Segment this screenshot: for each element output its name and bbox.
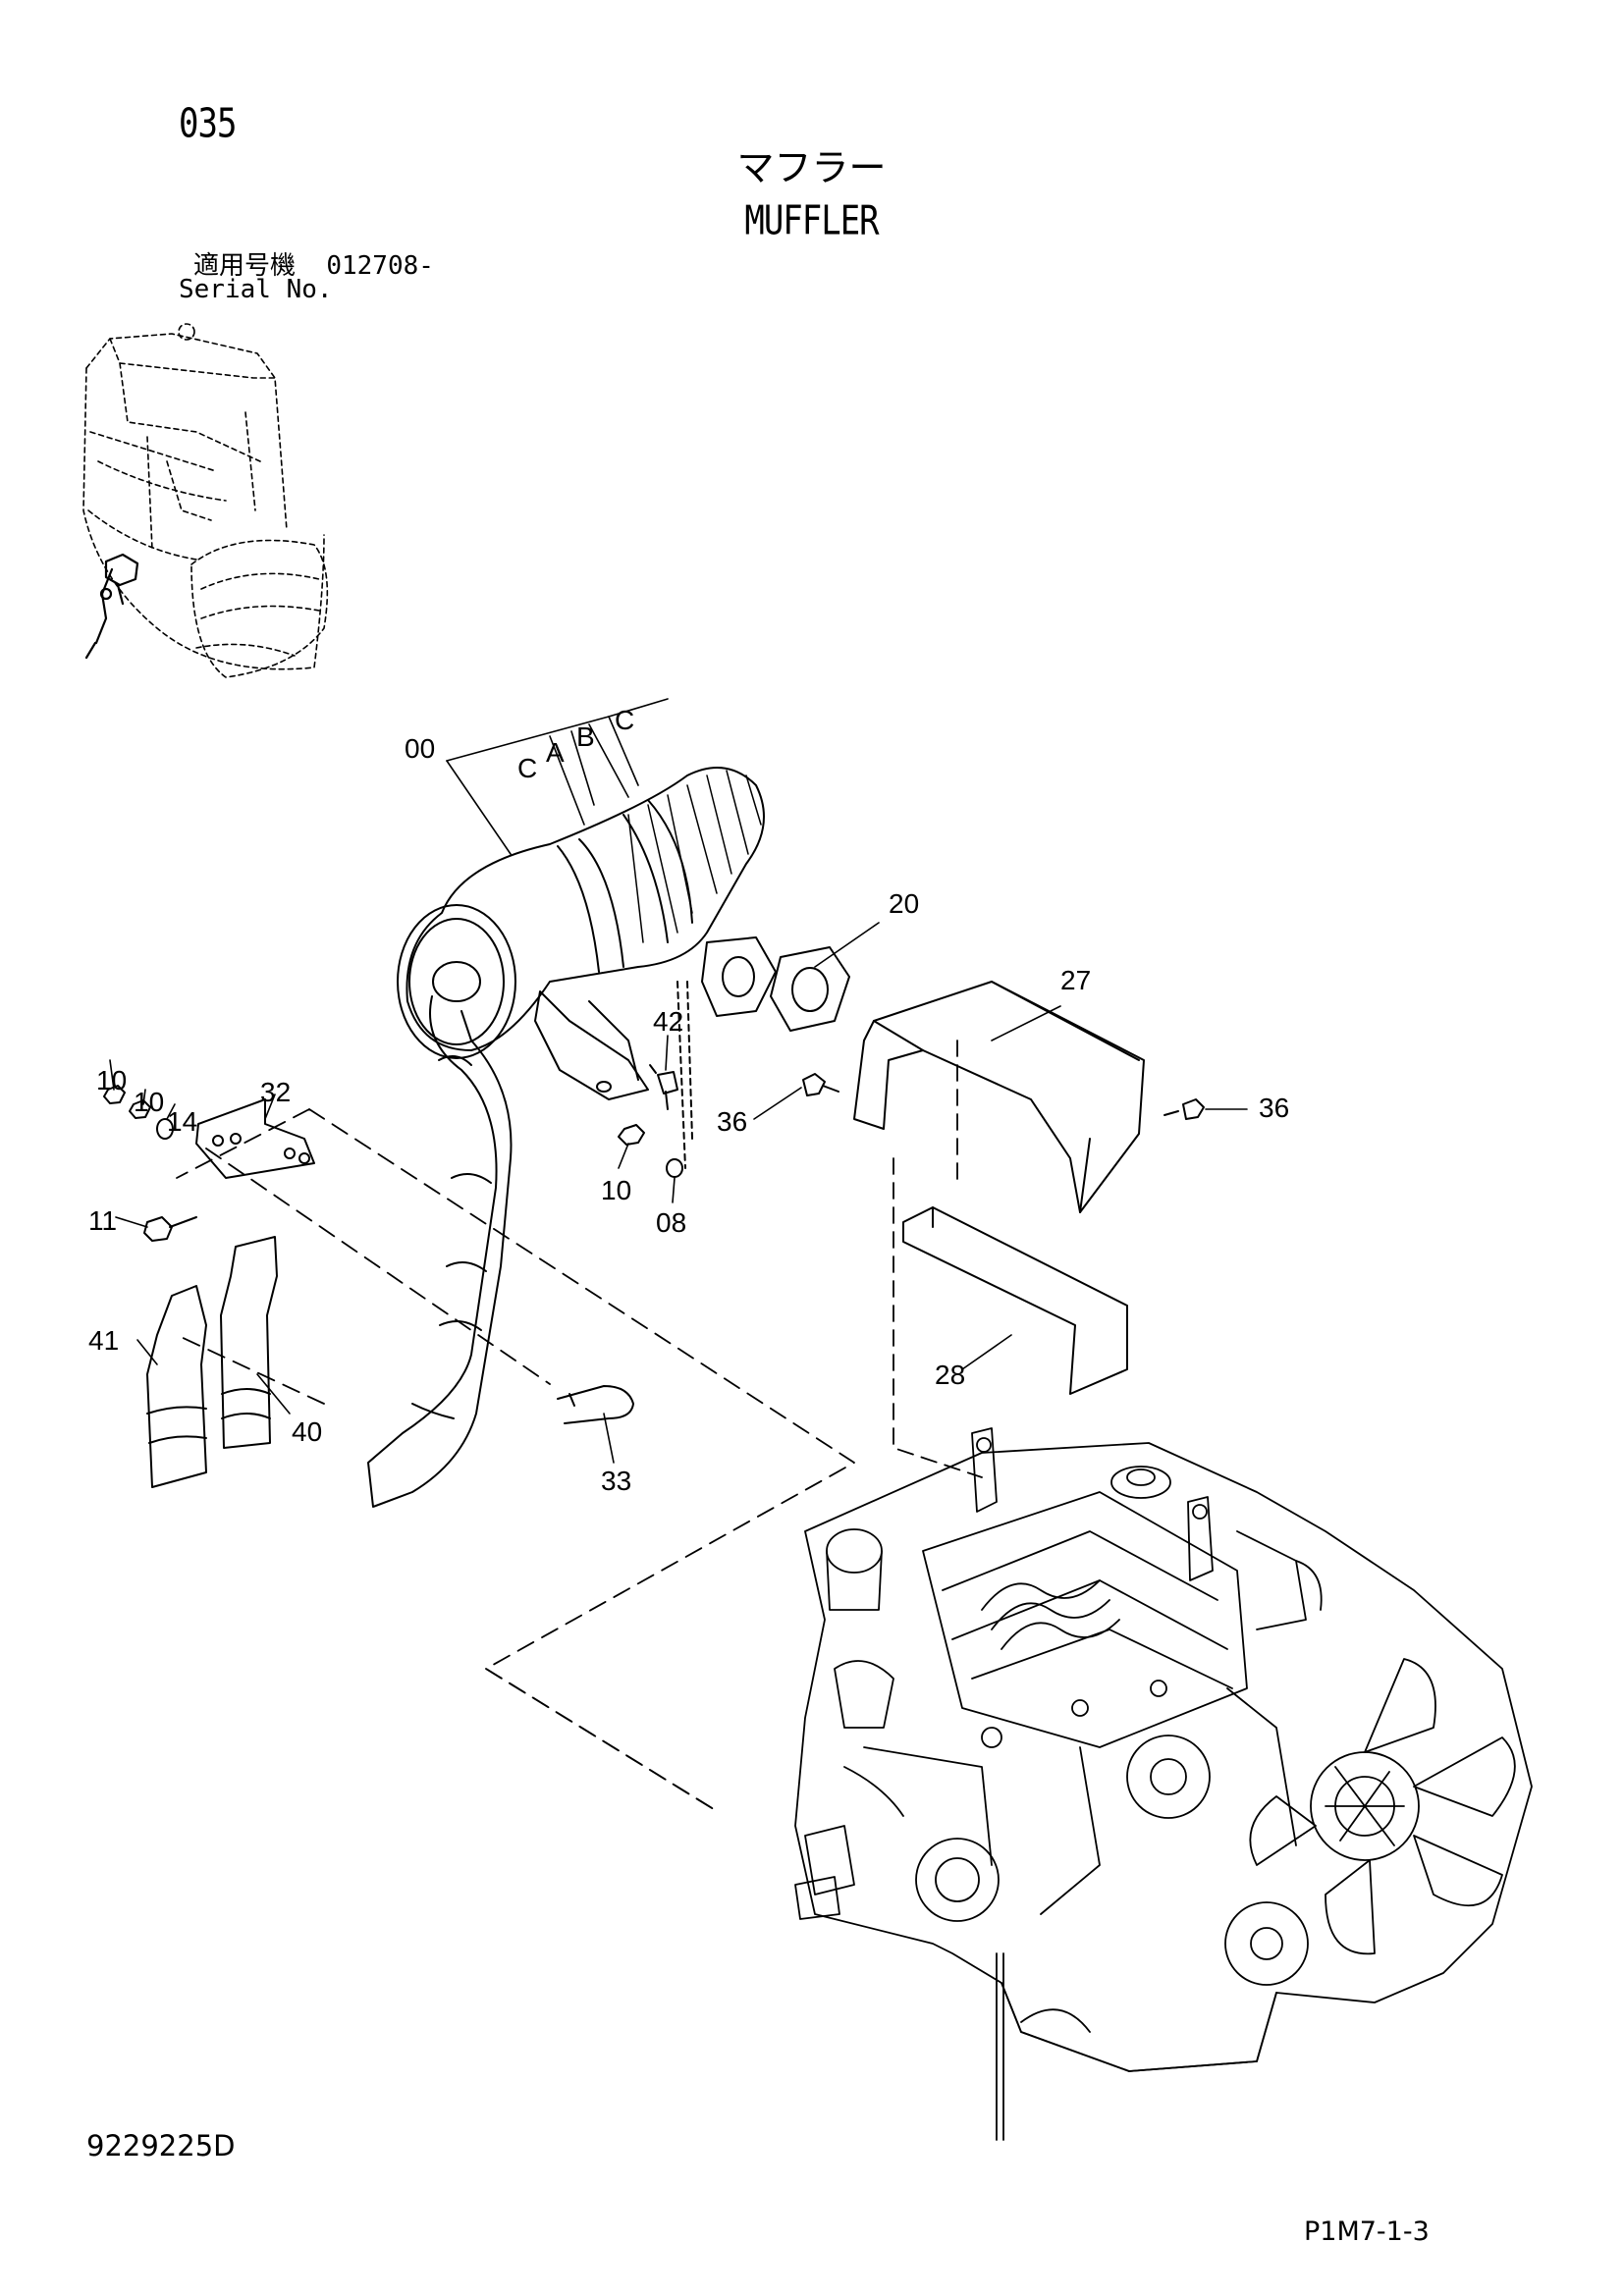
hose-40	[220, 1236, 278, 1449]
callout-27: 27	[1060, 965, 1091, 995]
callout-42: 42	[653, 1006, 683, 1037]
callout-C-inner: C	[517, 753, 537, 783]
u-bolt-33	[557, 1385, 634, 1424]
nut-10-a	[103, 1085, 126, 1104]
washer-14	[156, 1118, 174, 1140]
washer-08	[666, 1158, 683, 1178]
callout-B: B	[576, 721, 595, 752]
callout-A: A	[546, 737, 565, 768]
callout-40: 40	[292, 1416, 322, 1447]
assembly-boundary-dashed	[485, 1668, 718, 1812]
cover-leader-dashed	[893, 1040, 983, 1478]
callout-10-a: 10	[96, 1065, 127, 1095]
leader-dashed	[686, 981, 693, 1140]
highlighted-muffler-location	[84, 553, 139, 660]
serial-label-jp: 適用号機	[193, 251, 297, 281]
muffler-assembly	[367, 767, 777, 1508]
callout-32: 32	[260, 1077, 291, 1107]
callout-33: 33	[601, 1466, 631, 1496]
title-japanese: マフラー	[736, 146, 887, 189]
document-number: 9229225D	[86, 2129, 236, 2163]
serial-range: 適用号機 012708-	[193, 253, 434, 279]
callout-36-right: 36	[1259, 1093, 1289, 1123]
cover-27	[853, 981, 1145, 1213]
bolt-11	[143, 1216, 197, 1242]
bolt-42	[649, 1064, 678, 1110]
hose-41	[146, 1285, 207, 1488]
callout-labels: 00 C A B C 20 27 28 36 36 42 10 08 10 10…	[88, 705, 1289, 1496]
bracket-32	[195, 1098, 315, 1179]
cover-28	[902, 1206, 1128, 1395]
page-title: MUFFLER	[744, 197, 879, 245]
leader-dashed	[676, 981, 686, 1169]
page-number: 035	[179, 100, 237, 148]
reference-code: P1M7-1-3	[1304, 2216, 1430, 2247]
callout-14: 14	[167, 1106, 197, 1137]
callout-28: 28	[935, 1360, 965, 1390]
callout-10-muffler: 10	[601, 1175, 631, 1205]
callout-41: 41	[88, 1325, 119, 1356]
callout-36-left: 36	[717, 1106, 747, 1137]
callout-C-outer: C	[615, 705, 634, 735]
serial-value: 012708-	[326, 251, 434, 281]
engine-illustration	[794, 1427, 1533, 2141]
serial-label-en: Serial No.	[179, 275, 333, 304]
bolt-36-right	[1163, 1098, 1205, 1120]
machine-overview-thumbnail	[82, 323, 329, 678]
callout-20: 20	[889, 888, 919, 919]
assembly-boundary-dashed	[176, 1108, 855, 1812]
nut-10-muffler	[618, 1124, 645, 1146]
bolt-36-left	[802, 1073, 839, 1096]
callout-10-b: 10	[134, 1087, 164, 1117]
callout-08: 08	[656, 1207, 686, 1238]
leader-lines	[109, 698, 1248, 1464]
callout-00: 00	[405, 733, 435, 764]
gasket	[770, 946, 850, 1032]
callout-11: 11	[88, 1205, 117, 1236]
